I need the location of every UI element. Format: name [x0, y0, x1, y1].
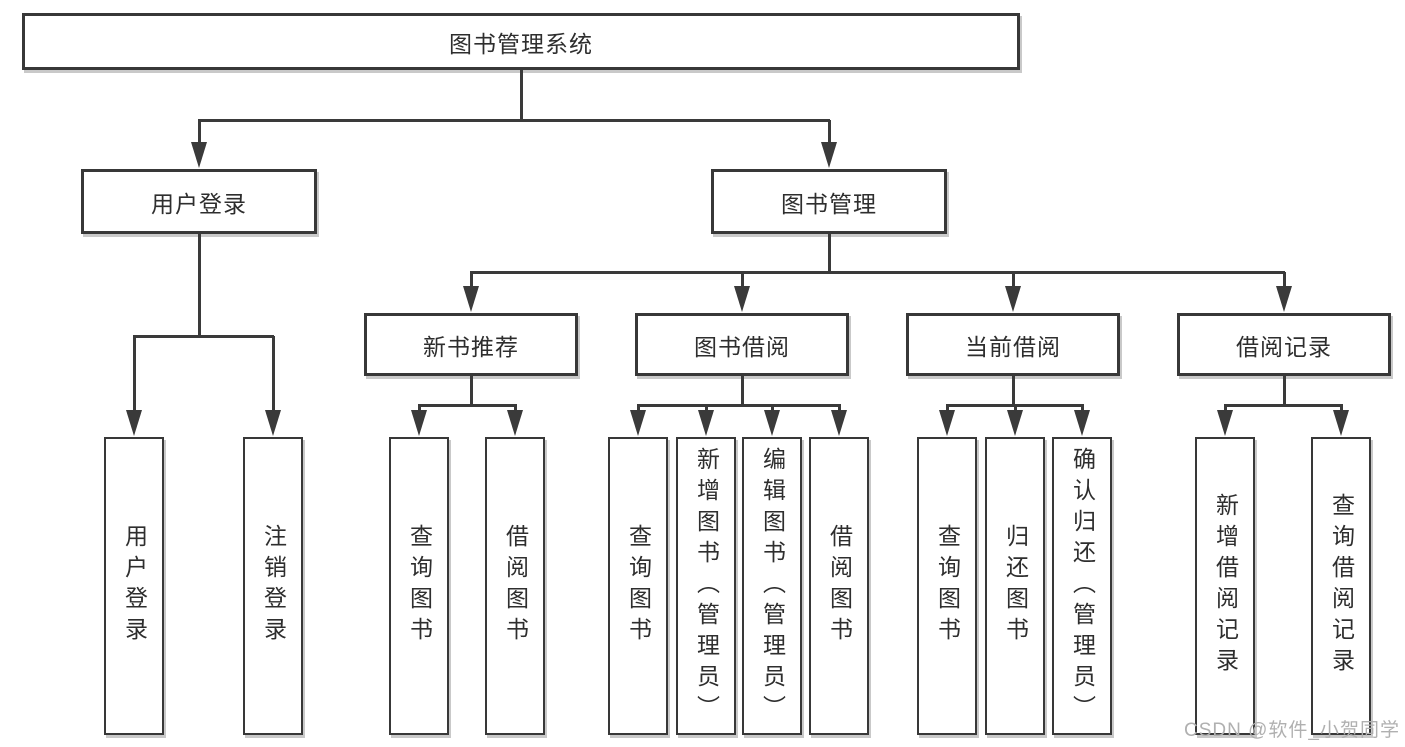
connector-line — [1283, 272, 1286, 290]
connector-line — [1224, 404, 1342, 407]
connector-line — [946, 404, 1083, 407]
leaf-edit-book-admin: 编辑图书（管理员） — [742, 437, 802, 735]
connector-line — [133, 335, 274, 338]
connector-line — [828, 120, 831, 148]
node-book-management: 图书管理 — [711, 169, 947, 234]
connector-line — [470, 376, 473, 407]
leaf-add-book-admin: 新增图书（管理员） — [676, 437, 736, 735]
connector-line — [637, 404, 840, 407]
arrow-down-icon — [1217, 410, 1233, 436]
arrow-down-icon — [630, 410, 646, 436]
connector-line — [470, 271, 1285, 274]
leaf-return-book-label: 归还图书 — [1002, 524, 1029, 648]
arrow-down-icon — [1333, 410, 1349, 436]
connector-line — [418, 404, 517, 407]
connector-line — [741, 376, 744, 407]
leaf-recommend-query-book: 查询图书 — [389, 437, 449, 735]
connector-line — [1081, 404, 1084, 414]
leaf-confirm-return-admin-label: 确认归还（管理员） — [1069, 446, 1096, 726]
arrow-down-icon — [939, 410, 955, 436]
leaf-borrow-query-book: 查询图书 — [608, 437, 668, 735]
connector-line — [828, 234, 831, 274]
leaf-query-borrow-record-label: 查询借阅记录 — [1328, 493, 1355, 679]
arrow-down-icon — [764, 410, 780, 436]
node-new-book-recommend-label: 新书推荐 — [423, 333, 519, 360]
node-user-login: 用户登录 — [81, 169, 317, 234]
node-root: 图书管理系统 — [22, 13, 1020, 70]
connector-line — [741, 272, 744, 290]
leaf-current-query-book-label: 查询图书 — [934, 524, 961, 648]
arrow-down-icon — [1007, 410, 1023, 436]
connector-line — [198, 119, 830, 122]
arrow-down-icon — [698, 410, 714, 436]
leaf-return-book: 归还图书 — [985, 437, 1045, 735]
node-book-borrow: 图书借阅 — [635, 313, 849, 376]
leaf-borrow-book-label: 借阅图书 — [826, 524, 853, 648]
leaf-add-book-admin-label: 新增图书（管理员） — [693, 446, 720, 726]
leaf-logout-label: 注销登录 — [260, 524, 287, 648]
connector-line — [418, 404, 421, 414]
leaf-add-borrow-record-label: 新增借阅记录 — [1212, 493, 1239, 679]
arrow-down-icon — [463, 286, 479, 312]
connector-line — [1012, 376, 1015, 407]
connector-line — [1283, 376, 1286, 407]
leaf-recommend-borrow-book-label: 借阅图书 — [502, 524, 529, 648]
node-book-borrow-label: 图书借阅 — [694, 333, 790, 360]
arrow-down-icon — [411, 410, 427, 436]
connector-line — [1012, 272, 1015, 290]
node-borrow-record-label: 借阅记录 — [1236, 333, 1332, 360]
node-user-login-label: 用户登录 — [151, 190, 247, 217]
leaf-borrow-book: 借阅图书 — [809, 437, 869, 735]
connector-line — [520, 70, 523, 121]
connector-line — [637, 404, 640, 414]
watermark-text: CSDN @软件_小贺同学 — [1184, 720, 1400, 741]
node-book-management-label: 图书管理 — [781, 190, 877, 217]
leaf-query-borrow-record: 查询借阅记录 — [1311, 437, 1371, 735]
arrow-down-icon — [191, 142, 207, 168]
leaf-recommend-query-book-label: 查询图书 — [406, 524, 433, 648]
arrow-down-icon — [1005, 286, 1021, 312]
leaf-logout: 注销登录 — [243, 437, 303, 735]
leaf-current-query-book: 查询图书 — [917, 437, 977, 735]
arrow-down-icon — [821, 142, 837, 168]
node-borrow-record: 借阅记录 — [1177, 313, 1391, 376]
leaf-edit-book-admin-label: 编辑图书（管理员） — [759, 446, 786, 726]
connector-line — [1224, 404, 1227, 414]
connector-line — [705, 404, 708, 414]
leaf-confirm-return-admin: 确认归还（管理员） — [1052, 437, 1112, 735]
node-root-label: 图书管理系统 — [449, 30, 593, 57]
connector-line — [1014, 404, 1017, 414]
leaf-user-login-label: 用户登录 — [121, 524, 148, 648]
arrow-down-icon — [831, 410, 847, 436]
arrow-down-icon — [265, 410, 281, 436]
connector-line — [838, 404, 841, 414]
arrow-down-icon — [734, 286, 750, 312]
node-current-borrow-label: 当前借阅 — [965, 333, 1061, 360]
connector-line — [470, 272, 473, 290]
connector-line — [272, 336, 275, 413]
leaf-recommend-borrow-book: 借阅图书 — [485, 437, 545, 735]
leaf-user-login: 用户登录 — [104, 437, 164, 735]
connector-line — [198, 234, 201, 337]
leaf-add-borrow-record: 新增借阅记录 — [1195, 437, 1255, 735]
leaf-borrow-query-book-label: 查询图书 — [625, 524, 652, 648]
connector-line — [133, 336, 136, 413]
arrow-down-icon — [507, 410, 523, 436]
node-new-book-recommend: 新书推荐 — [364, 313, 578, 376]
connector-line — [514, 404, 517, 414]
connector-line — [771, 404, 774, 414]
node-current-borrow: 当前借阅 — [906, 313, 1120, 376]
connector-line — [198, 120, 201, 148]
connector-line — [946, 404, 949, 414]
arrow-down-icon — [1276, 286, 1292, 312]
arrow-down-icon — [1074, 410, 1090, 436]
connector-line — [1340, 404, 1343, 414]
arrow-down-icon — [126, 410, 142, 436]
